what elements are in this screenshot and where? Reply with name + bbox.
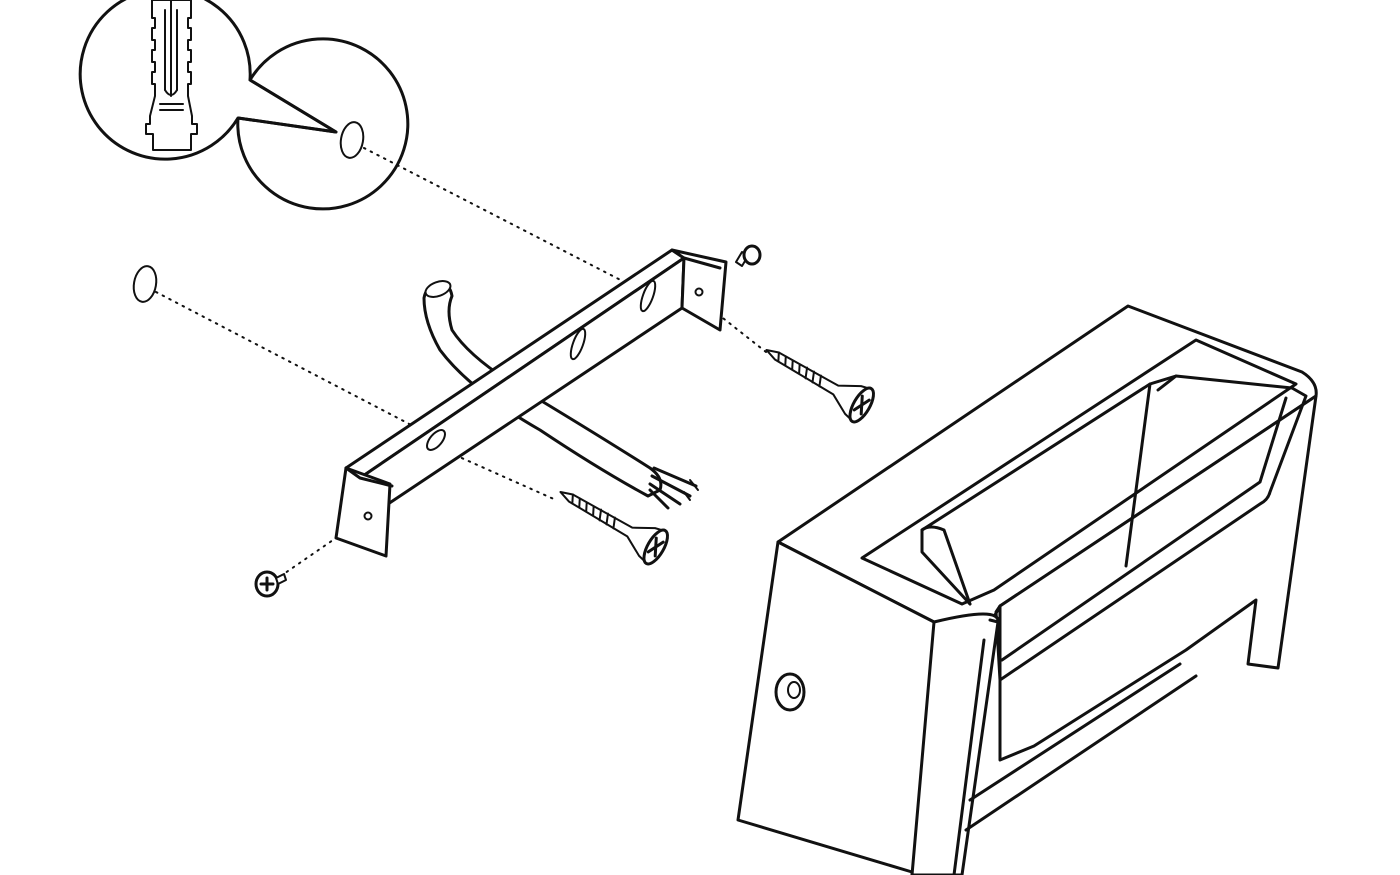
machine-screw-lower: [254, 570, 287, 598]
wall-hole-upper: [339, 121, 365, 159]
wood-screw-upper: [765, 349, 875, 424]
wall-plug-detail-callout: [78, 0, 410, 211]
machine-screw-upper: [735, 244, 762, 267]
wall-hole-lower: [132, 265, 158, 303]
wall-plug-icon: [145, 0, 198, 151]
lamp-housing: [736, 304, 1318, 875]
mounting-bracket: [334, 248, 728, 558]
wood-screw-lower: [559, 491, 669, 566]
